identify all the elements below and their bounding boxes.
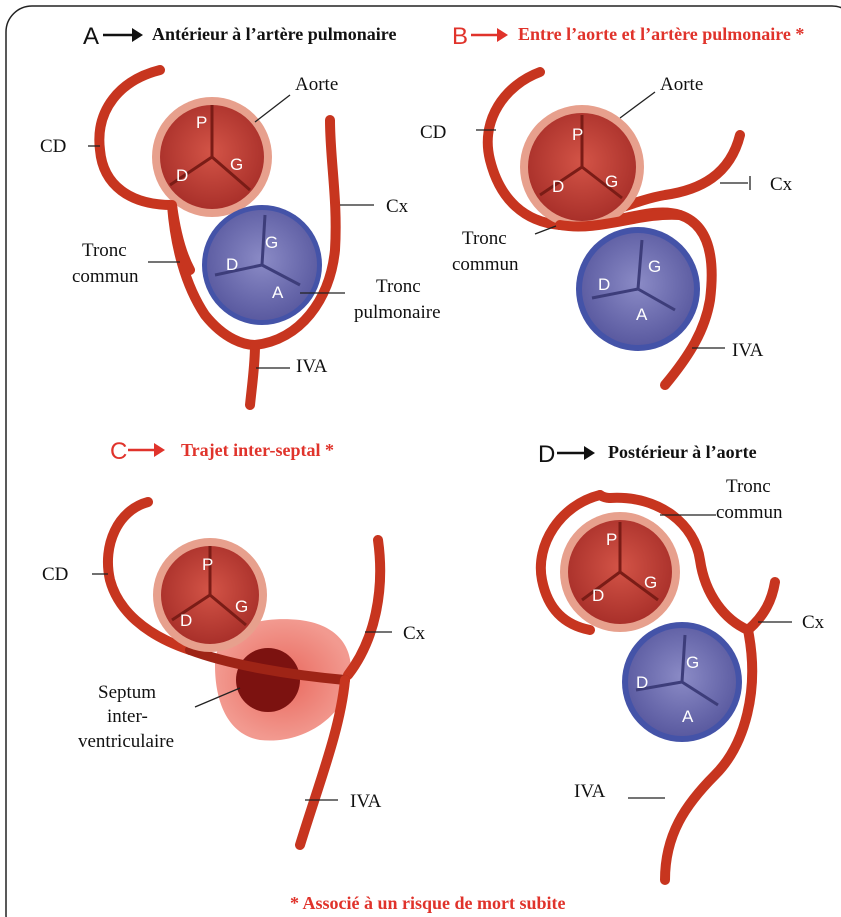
panel-b-arrowhead [497, 28, 508, 42]
panel-a-aorta-cusp-g: G [230, 155, 243, 174]
panel-a-pulmonary-trunk: G D A [202, 205, 322, 325]
panel-a-label-iva: IVA [296, 356, 328, 377]
panel-d-pulm-cusp-a: A [682, 707, 694, 726]
panel-a-label-pulmonaire: pulmonaire [354, 302, 441, 323]
panel-c-label-septum-line2: inter- [107, 706, 148, 727]
panel-b-letter: B [452, 23, 468, 50]
panel-a: A Antérieur à l’artère pulmonaire P D G … [40, 23, 441, 405]
panel-d-label-commun: commun [716, 502, 783, 523]
panel-a-arrowhead [132, 28, 143, 42]
panel-c-letter: C [110, 438, 127, 465]
panel-b: B Entre l’aorte et l’artère pulmonaire *… [420, 23, 804, 385]
panel-c-label-cx: Cx [403, 623, 426, 644]
panel-d-pulmonary-trunk: G D A [622, 622, 742, 742]
panel-c-aorta-cusp-g: G [235, 597, 248, 616]
footnote: * Associé à un risque de mort subite [290, 893, 566, 913]
panel-c-arrowhead [154, 443, 165, 457]
panel-d-cx-artery [748, 582, 775, 630]
panel-b-pulmonary-trunk: G D A [576, 227, 700, 351]
panel-c-cx-artery [348, 540, 380, 675]
panel-d-aorta-cusp-p: P [606, 530, 617, 549]
panel-d-aorta-cusp-g: G [644, 573, 657, 592]
panel-a-label-cd: CD [40, 136, 66, 157]
panel-c-label-cd: CD [42, 564, 68, 585]
panel-a-pulm-cusp-g: G [265, 233, 278, 252]
panel-d-aorta-cusp-d: D [592, 586, 604, 605]
panel-c-aorta-cusp-p: P [202, 555, 213, 574]
panel-b-label-commun: commun [452, 254, 519, 275]
panel-c: C Trajet inter-septal * P D G CD Cx Sept [42, 438, 426, 845]
panel-d-title: Postérieur à l’aorte [608, 442, 757, 462]
panel-d-label-cx: Cx [802, 612, 825, 633]
panel-a-label-commun: commun [72, 266, 139, 287]
panel-a-pulm-cusp-d: D [226, 255, 238, 274]
panel-d-arrowhead [584, 446, 595, 460]
panel-c-label-iva: IVA [350, 791, 382, 812]
panel-d: D Postérieur à l’aorte P D G G D A [538, 441, 825, 880]
panel-a-aorta: P D G [152, 97, 272, 217]
panel-b-pulm-cusp-d: D [598, 275, 610, 294]
panel-b-pulm-cusp-g: G [648, 257, 661, 276]
panel-a-letter: A [83, 23, 99, 50]
panel-d-pulm-cusp-d: D [636, 673, 648, 692]
panel-b-aorta: P D G [520, 105, 644, 229]
panel-b-pulm-cusp-a: A [636, 305, 648, 324]
panel-b-label-tronc: Tronc [462, 228, 507, 249]
panel-b-aorta-cusp-g: G [605, 172, 618, 191]
panel-a-pulm-cusp-a: A [272, 283, 284, 302]
panel-b-aorta-cusp-p: P [572, 125, 583, 144]
panel-a-title: Antérieur à l’artère pulmonaire [152, 24, 396, 44]
panel-a-header: A Antérieur à l’artère pulmonaire [83, 23, 396, 50]
panel-a-label-aorte: Aorte [295, 74, 338, 95]
panel-d-label-tronc: Tronc [726, 476, 771, 497]
panel-d-letter: D [538, 441, 555, 468]
panel-a-tronc-commun-segment [172, 205, 190, 270]
panel-a-label-tronc-pulm: Tronc [376, 276, 421, 297]
panel-c-aorta-cusp-d: D [180, 611, 192, 630]
panel-c-label-septum-line1: Septum [98, 682, 156, 703]
panel-b-header: B Entre l’aorte et l’artère pulmonaire * [452, 23, 804, 50]
panel-d-header: D Postérieur à l’aorte [538, 441, 757, 468]
panel-a-label-cx: Cx [386, 196, 409, 217]
panel-c-title: Trajet inter-septal * [181, 440, 334, 460]
panel-b-aorta-cusp-d: D [552, 177, 564, 196]
panel-a-label-tronc: Tronc [82, 240, 127, 261]
panel-c-header: C Trajet inter-septal * [110, 438, 334, 465]
panel-c-label-septum-line3: ventriculaire [78, 731, 174, 752]
panel-d-label-iva: IVA [574, 781, 606, 802]
panel-b-label-cd: CD [420, 122, 446, 143]
panel-c-aorta: P D G [153, 538, 267, 652]
panel-d-aorta: P D G [560, 512, 680, 632]
panel-b-label-cx: Cx [770, 174, 793, 195]
panel-a-aorta-cusp-p: P [196, 113, 207, 132]
panel-a-aorta-cusp-d: D [176, 166, 188, 185]
panel-d-pulm-cusp-g: G [686, 653, 699, 672]
panel-b-title: Entre l’aorte et l’artère pulmonaire * [518, 24, 804, 44]
panel-d-tronc-commun-segment [600, 495, 610, 498]
panel-b-label-aorte: Aorte [660, 74, 703, 95]
panel-b-label-iva: IVA [732, 340, 764, 361]
panel-a-iva-artery [250, 345, 255, 405]
